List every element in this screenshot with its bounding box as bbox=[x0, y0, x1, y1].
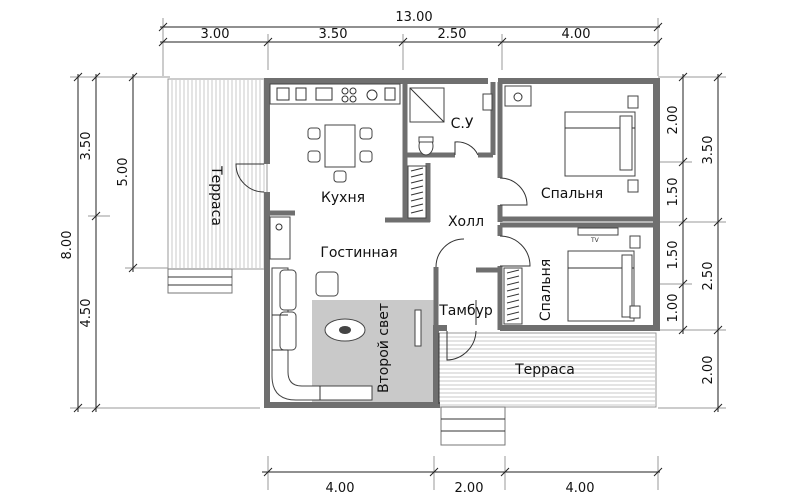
dim-top-4: 4.00 bbox=[562, 27, 591, 42]
label-hall: Холл bbox=[448, 214, 484, 230]
label-terrace-bottom: Терраса bbox=[514, 362, 575, 378]
dim-left-outer-1: 3.50 bbox=[79, 132, 94, 161]
dim-left-total: 8.00 bbox=[60, 231, 75, 260]
dim-right-outer-1: 3.50 bbox=[701, 136, 716, 165]
dim-right-outer-3: 2.00 bbox=[701, 356, 716, 385]
dim-top-total: 13.00 bbox=[395, 10, 432, 25]
tv-label: TV bbox=[590, 237, 600, 244]
dim-top-1: 3.00 bbox=[201, 27, 230, 42]
dim-left-inner: 5.00 bbox=[116, 158, 131, 187]
room-labels: Терраса Кухня С.У Спальня Холл Гостинная… bbox=[208, 116, 603, 393]
label-living: Гостинная bbox=[320, 245, 397, 261]
dim-right-outer-2: 2.50 bbox=[701, 262, 716, 291]
desk-top-bedroom bbox=[504, 85, 532, 107]
dimension-labels: 13.00 3.00 3.50 2.50 4.00 4.00 2.00 4.00… bbox=[60, 10, 716, 496]
label-vestibule: Тамбур bbox=[438, 303, 493, 319]
tv-stand bbox=[577, 227, 619, 236]
terrace-left-decking bbox=[167, 78, 268, 270]
dim-right-inner-2: 1.50 bbox=[666, 178, 681, 207]
bathroom-fixtures bbox=[409, 87, 493, 156]
dim-right-inner-1: 2.00 bbox=[666, 106, 681, 135]
dim-left-outer-2: 4.50 bbox=[79, 299, 94, 328]
label-bedroom-bottom: Спальня bbox=[538, 259, 554, 321]
interior-walls bbox=[270, 82, 656, 330]
terrace-bottom-steps bbox=[440, 406, 506, 446]
fireplace bbox=[269, 216, 291, 260]
sofa bbox=[271, 267, 373, 401]
dimension-lines bbox=[70, 18, 726, 490]
wardrobe-hall bbox=[407, 165, 427, 219]
dim-bottom-2: 2.00 bbox=[455, 481, 484, 496]
dim-top-2: 3.50 bbox=[319, 27, 348, 42]
dim-right-inner-3: 1.50 bbox=[666, 241, 681, 270]
doors bbox=[235, 141, 531, 361]
terrace-left-steps bbox=[167, 268, 233, 294]
label-terrace-left: Терраса bbox=[208, 165, 224, 226]
dim-bottom-3: 4.00 bbox=[566, 481, 595, 496]
bed-bottom bbox=[567, 235, 641, 322]
label-bedroom-top: Спальня bbox=[541, 186, 603, 202]
kitchen-counter bbox=[269, 83, 401, 105]
dim-right-inner-4: 1.00 bbox=[666, 294, 681, 323]
dim-bottom-1: 4.00 bbox=[326, 481, 355, 496]
label-bathroom: С.У bbox=[451, 116, 474, 132]
coffee-table bbox=[324, 318, 366, 342]
label-second-light: Второй свет bbox=[376, 303, 392, 393]
dim-top-3: 2.50 bbox=[438, 27, 467, 42]
label-kitchen: Кухня bbox=[321, 190, 365, 206]
tv-living bbox=[414, 309, 422, 347]
bed-top bbox=[564, 95, 639, 193]
wardrobe-vestibule bbox=[503, 267, 523, 325]
exterior-walls bbox=[264, 78, 660, 408]
dining-table bbox=[307, 124, 373, 183]
